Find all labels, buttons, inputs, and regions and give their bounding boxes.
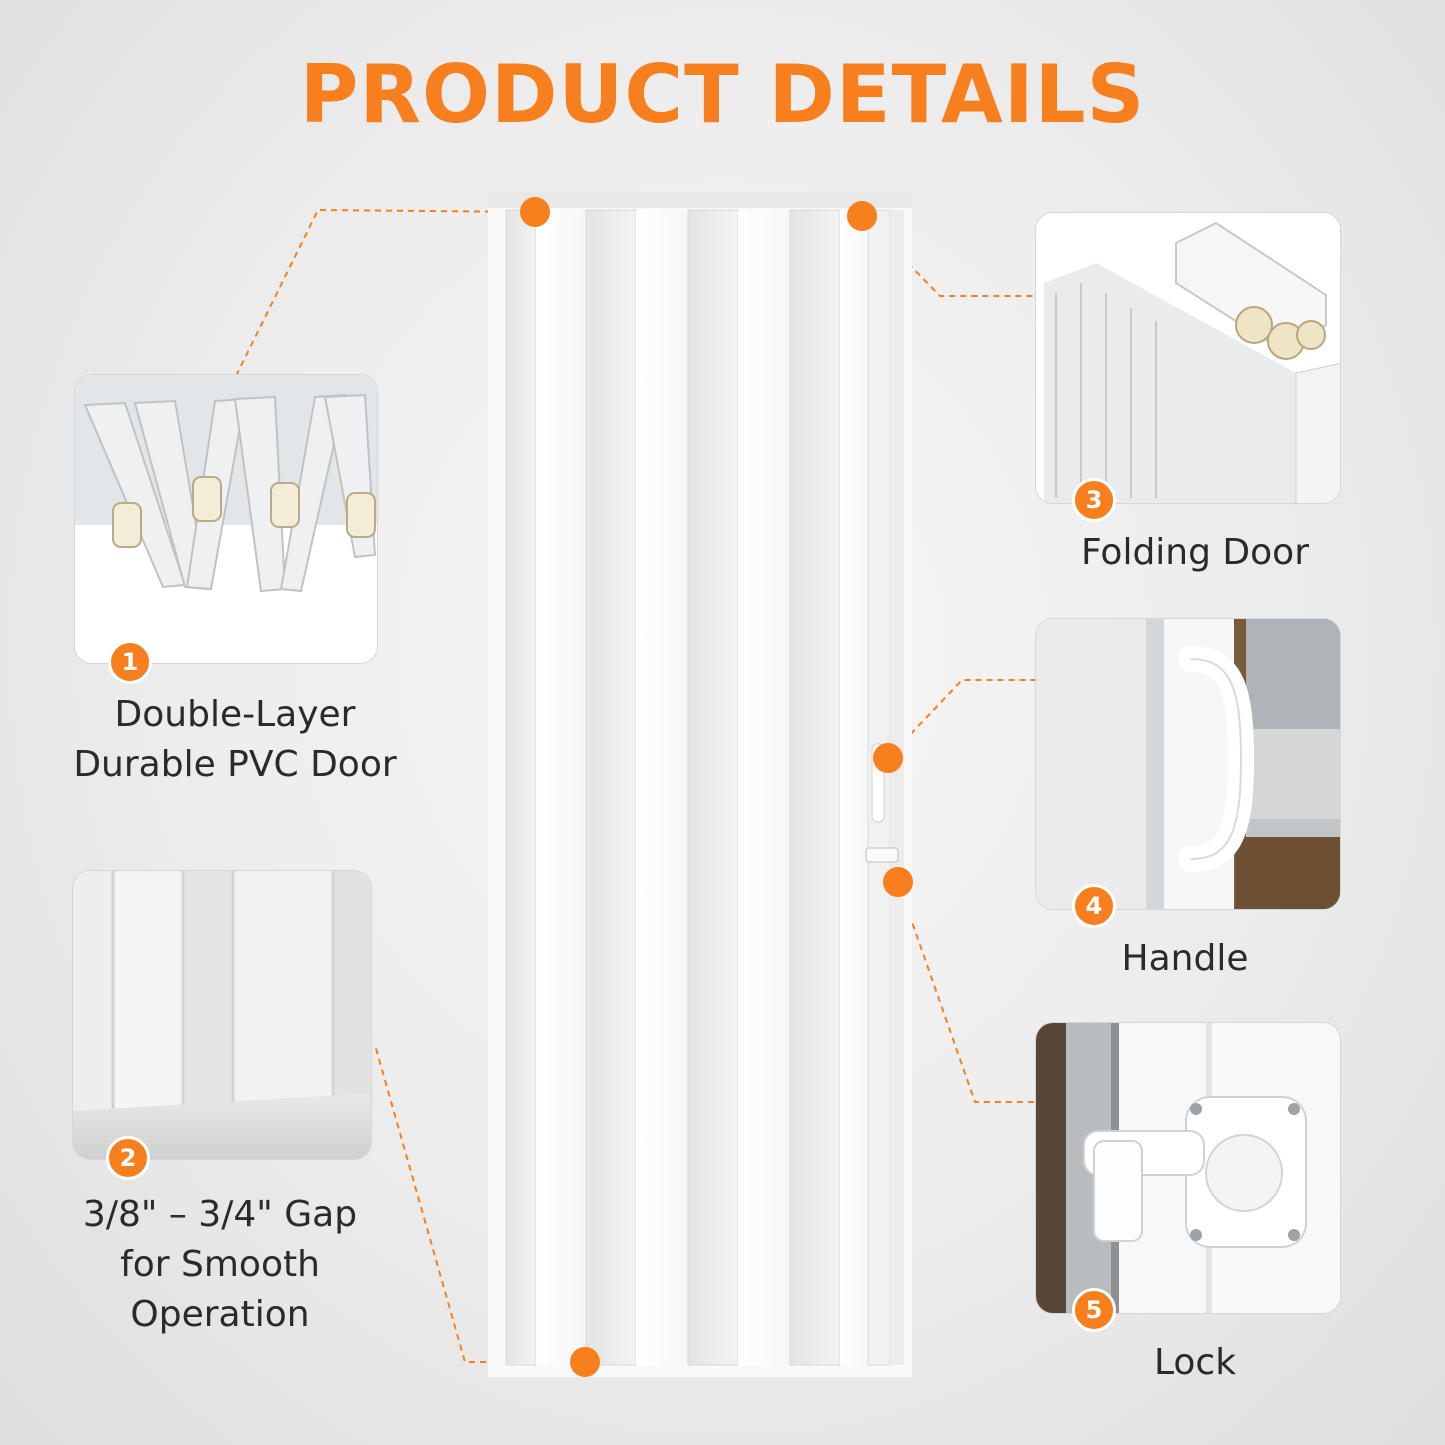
feature-2-line-2: for Smooth — [120, 1244, 320, 1285]
feature-5-line-1: Lock — [1153, 1342, 1237, 1383]
folding-door-image — [488, 192, 912, 1377]
feature-1-badge: 1 — [108, 640, 152, 684]
feature-3-line-1: Folding Door — [1081, 532, 1309, 573]
folding-door-track-photo — [1035, 212, 1341, 504]
feature-4-caption: Handle — [1040, 934, 1330, 984]
handle-photo — [1035, 618, 1341, 910]
feature-2-line-3: Operation — [130, 1294, 310, 1335]
connector-1 — [234, 208, 536, 379]
marker-dot-2 — [570, 1347, 600, 1377]
connector-4 — [887, 679, 1035, 759]
connector-5 — [897, 881, 1035, 1103]
feature-1-caption: Double-Layer Durable PVC Door — [40, 690, 430, 790]
marker-dot-4 — [873, 743, 903, 773]
page-title: PRODUCT DETAILS — [299, 48, 1146, 141]
feature-1-line-2: Durable PVC Door — [73, 744, 397, 785]
feature-3-caption: Folding Door — [1050, 528, 1340, 578]
feature-3-badge: 3 — [1072, 478, 1116, 522]
marker-dot-1 — [520, 197, 550, 227]
feature-5-badge: 5 — [1072, 1288, 1116, 1332]
feature-2-caption: 3/8" – 3/4" Gap for Smooth Operation — [30, 1190, 410, 1340]
gap-detail-photo — [72, 870, 372, 1160]
feature-1-line-1: Double-Layer — [114, 694, 356, 735]
marker-dot-3 — [847, 201, 877, 231]
lock-photo — [1035, 1022, 1341, 1314]
feature-4-line-1: Handle — [1121, 938, 1249, 979]
marker-dot-5 — [883, 867, 913, 897]
feature-2-badge: 2 — [106, 1136, 150, 1180]
feature-2-line-1: 3/8" – 3/4" Gap — [82, 1194, 358, 1235]
feature-4-badge: 4 — [1072, 884, 1116, 928]
pvc-detail-photo — [74, 374, 378, 664]
feature-5-caption: Lock — [1050, 1338, 1340, 1388]
